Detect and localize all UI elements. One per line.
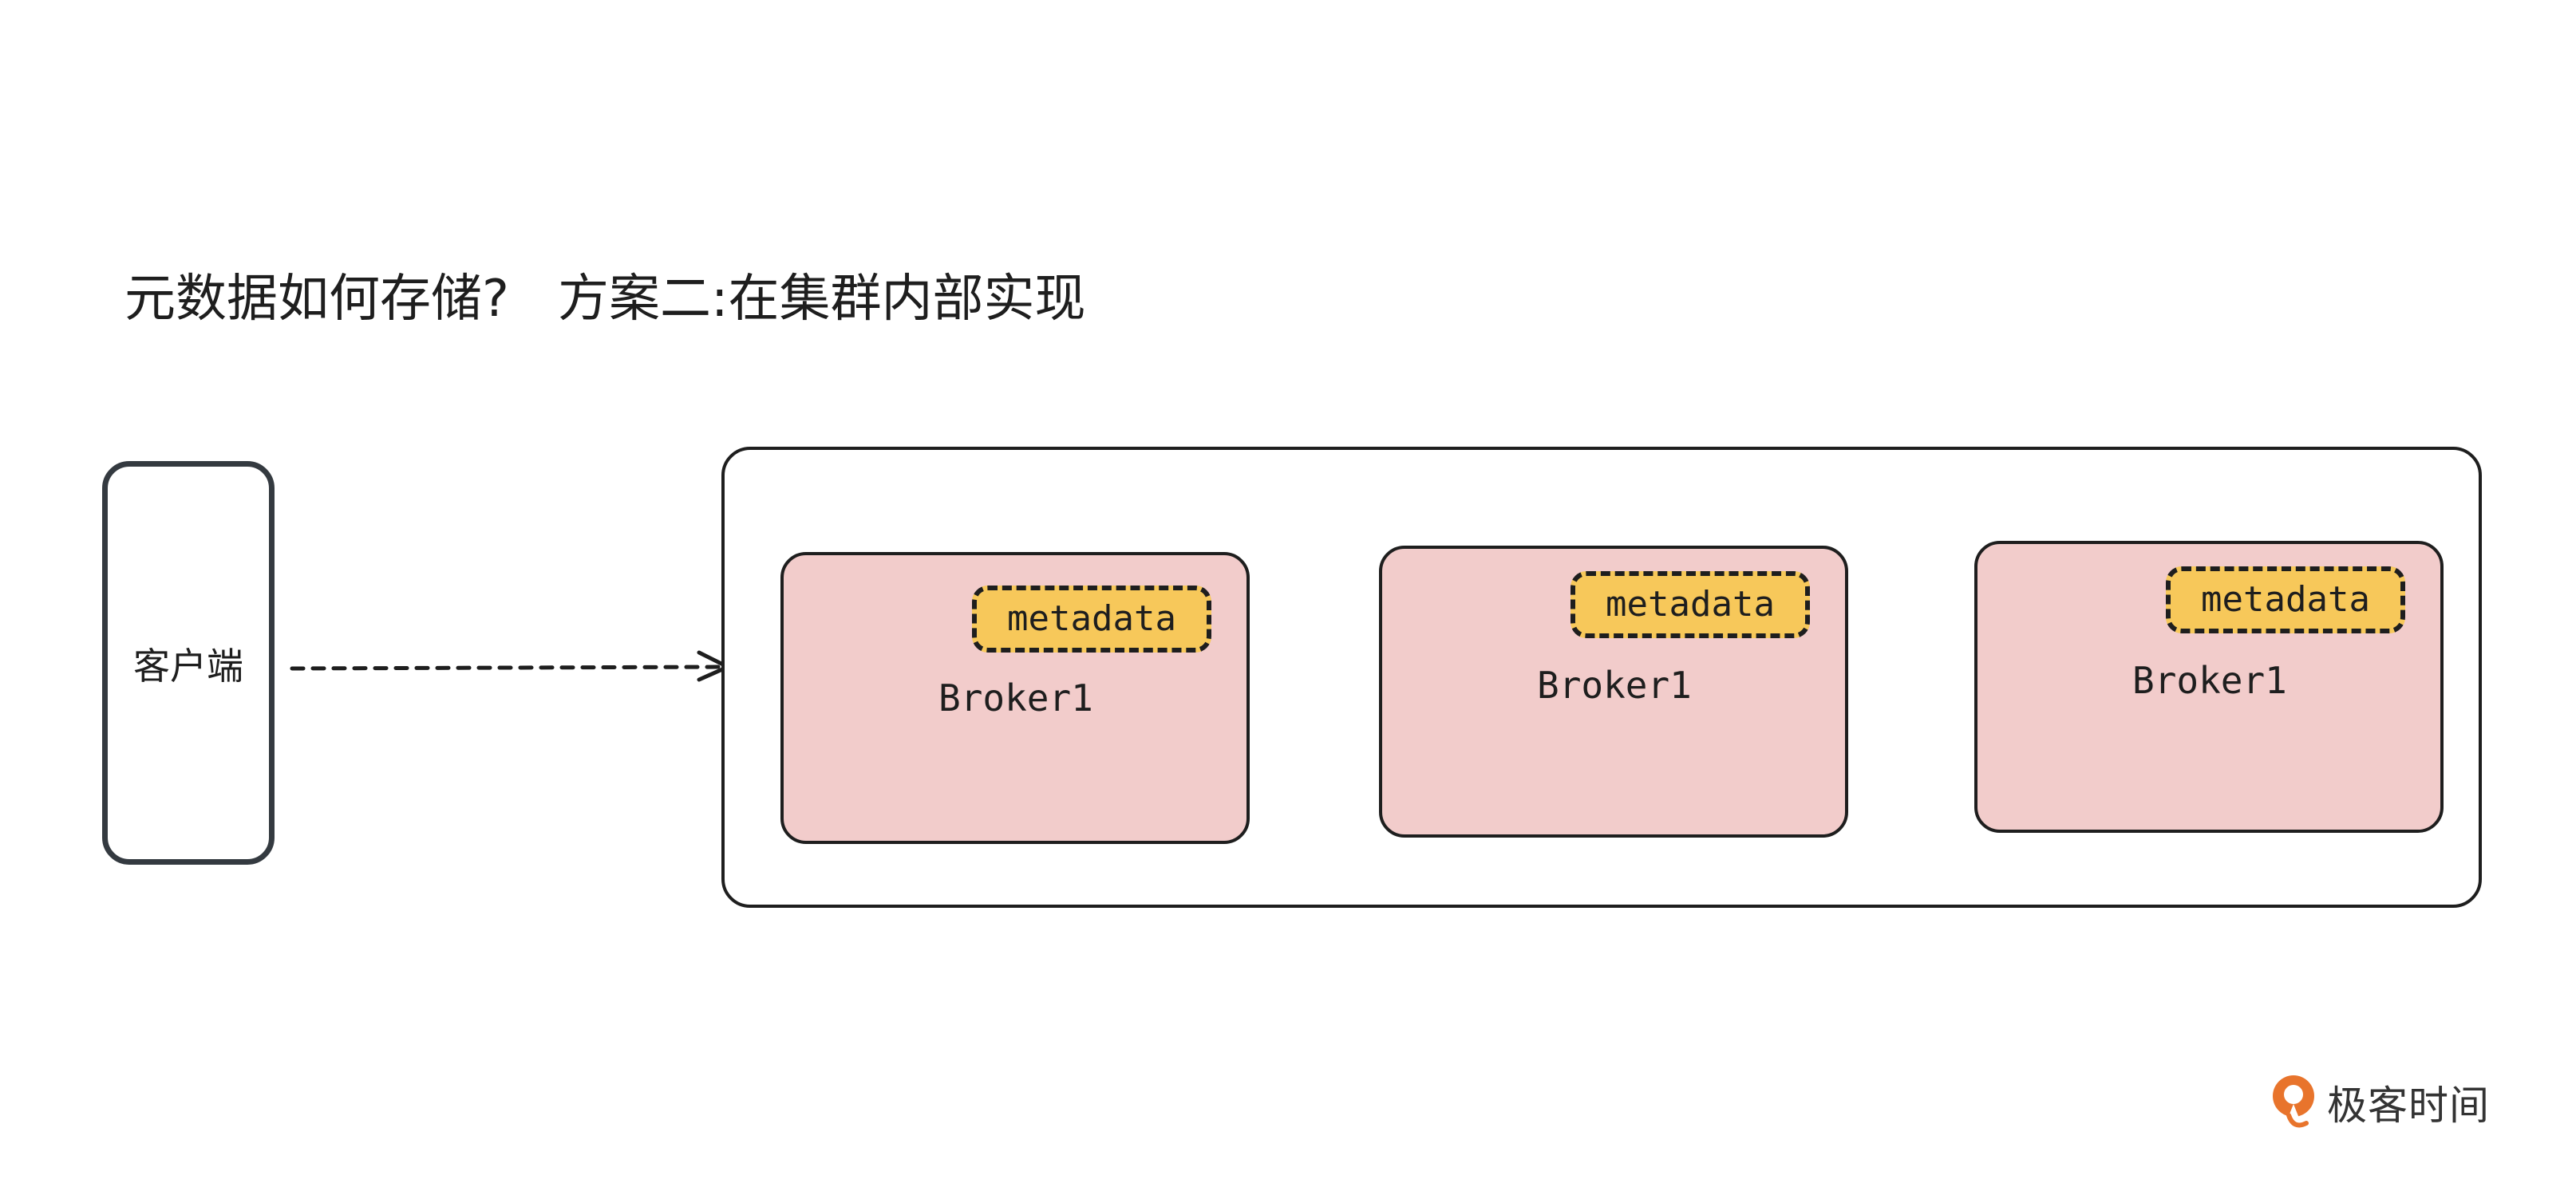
geektime-logo: 极客时间 <box>2270 1071 2490 1134</box>
client-box: 客户端 <box>102 461 275 865</box>
broker-box: metadata Broker1 <box>1974 541 2444 833</box>
broker-box: metadata Broker1 <box>1379 546 1848 838</box>
geektime-logo-icon <box>2273 1075 2314 1128</box>
broker-label: Broker1 <box>938 676 1093 720</box>
broker-label: Broker1 <box>2132 659 2287 702</box>
metadata-badge: metadata <box>1570 571 1810 638</box>
page-title: 元数据如何存储? 方案二:在集群内部实现 <box>124 270 1086 329</box>
logo-text: 极客时间 <box>2327 1082 2490 1129</box>
cluster-container: metadata Broker1 metadata Broker1 metada… <box>721 447 2482 908</box>
broker-label: Broker1 <box>1537 664 1692 707</box>
broker-box: metadata Broker1 <box>780 552 1250 844</box>
metadata-badge: metadata <box>972 586 1211 653</box>
client-label: 客户端 <box>133 645 243 688</box>
metadata-badge: metadata <box>2166 566 2405 633</box>
